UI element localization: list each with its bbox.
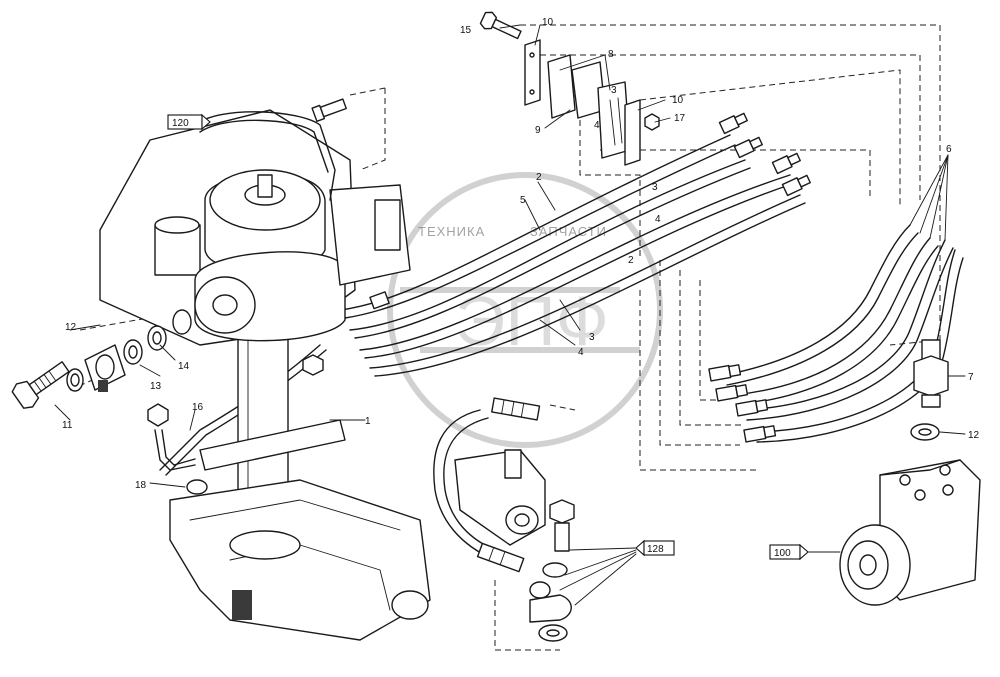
reference-box-100: 100 <box>769 543 841 561</box>
callout-18: 18 <box>135 480 147 491</box>
callout-4-bottom: 4 <box>578 347 584 358</box>
watermark-text-2: ЗАПЧАСТИ <box>530 224 607 239</box>
callout-1: 1 <box>365 416 371 427</box>
flexible-hoses <box>708 224 964 443</box>
clamp-assembly <box>479 11 660 166</box>
callout-3-top: 3 <box>652 182 658 193</box>
right-valve-group <box>839 339 981 606</box>
callout-7: 7 <box>968 372 974 383</box>
callout-2-top: 2 <box>536 172 542 183</box>
callout-15: 15 <box>460 25 472 36</box>
ref-120-label: 120 <box>172 118 189 129</box>
callout-12-left: 12 <box>65 322 77 333</box>
callout-17: 17 <box>674 113 686 124</box>
callout-3-bottom: 3 <box>589 332 595 343</box>
callout-13: 13 <box>150 381 162 392</box>
callout-10-right: 10 <box>672 95 684 106</box>
watermark-text-1: ТЕХНИКА <box>418 224 485 239</box>
ref-100-label: 100 <box>774 548 791 559</box>
ref-128-label: 128 <box>647 544 664 555</box>
callout-9: 9 <box>535 125 541 136</box>
callout-numbers: 1 2 2 3 3 3 4 4 4 5 6 7 8 9 10 10 11 12 … <box>62 17 980 491</box>
callout-14: 14 <box>178 361 190 372</box>
reference-box-128: 128 <box>559 539 675 606</box>
callout-4-top: 4 <box>655 214 661 225</box>
callout-10-top: 10 <box>542 17 554 28</box>
callout-4-clamp: 4 <box>594 120 600 131</box>
callout-11: 11 <box>62 420 73 431</box>
watermark: ТЕХНИКА ЗАПЧАСТИ ЭПФ <box>387 172 663 448</box>
reference-box-120: 120 <box>167 113 211 131</box>
callout-3-clamp: 3 <box>611 85 617 96</box>
left-fitting-group <box>11 309 208 495</box>
callout-5: 5 <box>520 195 526 206</box>
callout-12-right: 12 <box>968 430 980 441</box>
callout-6: 6 <box>946 144 952 155</box>
callout-leaders <box>54 24 966 488</box>
callout-2-mid: 2 <box>628 255 634 266</box>
pipe-fittings <box>302 112 811 376</box>
central-bracket-assembly <box>433 397 575 642</box>
dashed-leaders <box>69 24 941 651</box>
callout-8: 8 <box>608 49 614 60</box>
steering-column-assembly <box>99 98 431 641</box>
callout-16: 16 <box>192 402 204 413</box>
